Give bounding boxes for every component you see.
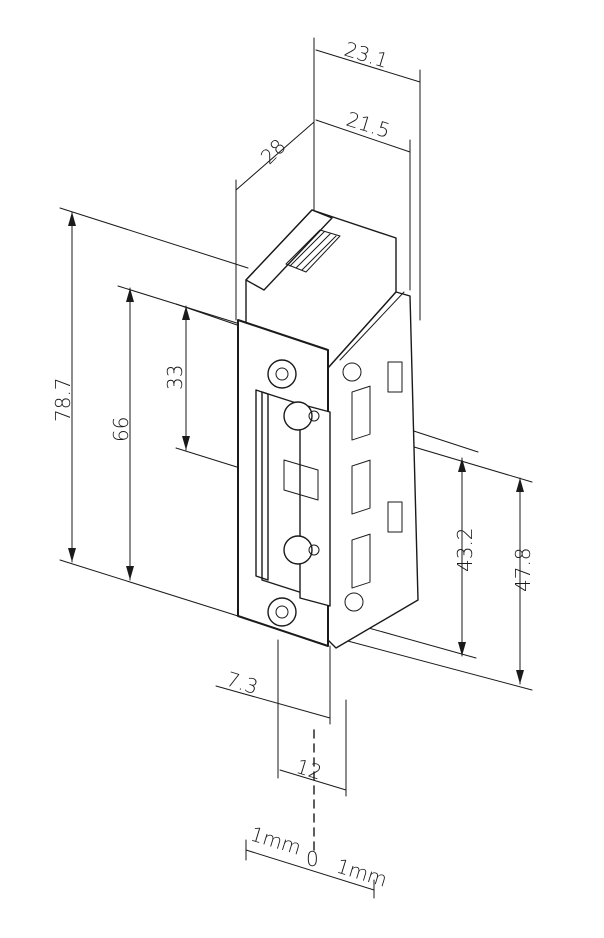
lock-body [237, 209, 419, 649]
dim-height-latch: 43.2 [453, 527, 477, 572]
dim-height-upper: 33 [163, 365, 187, 390]
connector-terminals [285, 229, 341, 273]
dimension-labels: 23.1 21.5 28 78.7 66 33 43.2 47.8 7.3 12 [51, 37, 535, 785]
scale-center-label: 0 [306, 847, 319, 871]
scale-left-label: 1mm [248, 822, 304, 860]
dimension-lines [59, 37, 533, 899]
dim-width-latch: 12 [293, 754, 324, 784]
faceplate-screws [267, 359, 297, 627]
dim-height-total: 78.7 [51, 377, 75, 422]
housing-slots [342, 361, 403, 612]
dim-height-faceplate: 66 [109, 417, 133, 442]
dim-width-total: 23.1 [341, 37, 391, 73]
dim-offset: 7.3 [223, 667, 260, 699]
arrowheads [68, 212, 524, 684]
dim-depth: 28 [256, 134, 291, 169]
latch [283, 401, 331, 607]
dim-height-latch-outer: 47.8 [511, 547, 535, 592]
